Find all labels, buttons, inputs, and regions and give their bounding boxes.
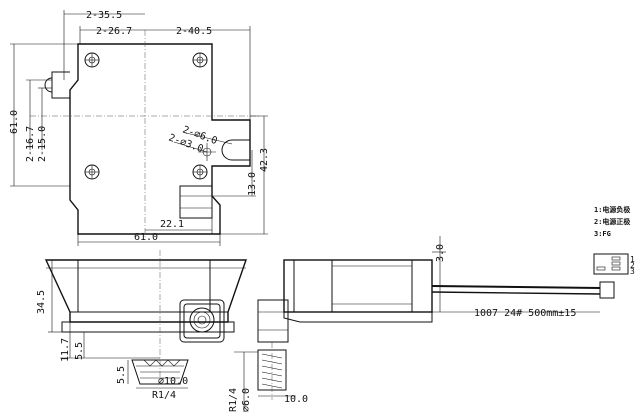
front-view-outlet (179, 299, 225, 343)
dim-overall-height: 61.0 (9, 110, 20, 134)
top-view: 2-35.5 2-26.7 2-40.5 61.0 2-16.7 2-15.0 … (9, 10, 270, 246)
top-view-body-outline (69, 43, 251, 235)
pin-label-3: 3 (630, 267, 635, 276)
left-slot-round (44, 77, 53, 93)
dim-fan-3-0: 3.0 (435, 244, 446, 262)
pin-label-2: 2 (630, 261, 635, 270)
dim-right-42-3: 42.3 (259, 148, 270, 172)
cable: 1007 24# 500mm±15 (431, 281, 615, 319)
dim-detail-r14: R1/4 (152, 390, 176, 401)
wiring-note-2: 2:电源正极 (594, 217, 631, 226)
dim-detail-dia-10: ∅10.0 (158, 376, 188, 387)
mount-hole-bottom-right (192, 164, 208, 180)
dim-side-5-5: 5.5 (74, 342, 85, 360)
dim-slot-16-7: 2-16.7 (25, 126, 36, 162)
outlet-stub (179, 185, 213, 219)
nut-detail: R1/4 ∅6.0 10.0 (228, 342, 308, 412)
dim-detail-5-5: 5.5 (116, 366, 127, 384)
cable-plug (599, 281, 615, 299)
dim-top-width-inner: 2-26.7 (96, 26, 132, 37)
wiring-note-3: 3:FG (594, 230, 611, 238)
left-slot (51, 71, 70, 99)
mount-hole-top-left (84, 52, 100, 68)
dim-side-11-7: 11.7 (60, 338, 71, 362)
dim-side-34-5: 34.5 (36, 290, 47, 314)
fan-side-outlet (257, 299, 289, 343)
dim-nut-dia-6: ∅6.0 (241, 388, 252, 412)
dim-top-width-outer: 2-35.5 (86, 10, 122, 21)
wiring-notes: 1:电源负极 2:电源正极 3:FG (594, 205, 631, 238)
fan-side-view: 3.0 (257, 236, 446, 343)
connector-pinout: 1 2 3 (593, 253, 635, 276)
front-view-body (44, 259, 247, 323)
front-view-base (61, 321, 235, 333)
dim-slot-15-0: 2-15.0 (37, 126, 48, 162)
cable-spec: 1007 24# 500mm±15 (474, 308, 576, 319)
dim-right-offset: 2-40.5 (176, 26, 212, 37)
front-view: 34.5 11.7 5.5 (36, 250, 247, 380)
nozzle-detail: 5.5 ∅10.0 R1/4 (116, 359, 189, 401)
pin-label-1: 1 (630, 255, 635, 264)
right-slot (221, 139, 250, 161)
dim-nut-10: 10.0 (284, 394, 308, 405)
mount-hole-bottom-left (84, 164, 100, 180)
dim-bottom-22-1: 22.1 (160, 219, 184, 230)
dim-nut-r14: R1/4 (228, 388, 239, 412)
wiring-note-1: 1:电源负极 (594, 205, 631, 214)
mount-hole-top-right (192, 52, 208, 68)
dim-bottom-61-0: 61.0 (134, 232, 158, 243)
dim-right-13-0: 13.0 (247, 172, 258, 196)
